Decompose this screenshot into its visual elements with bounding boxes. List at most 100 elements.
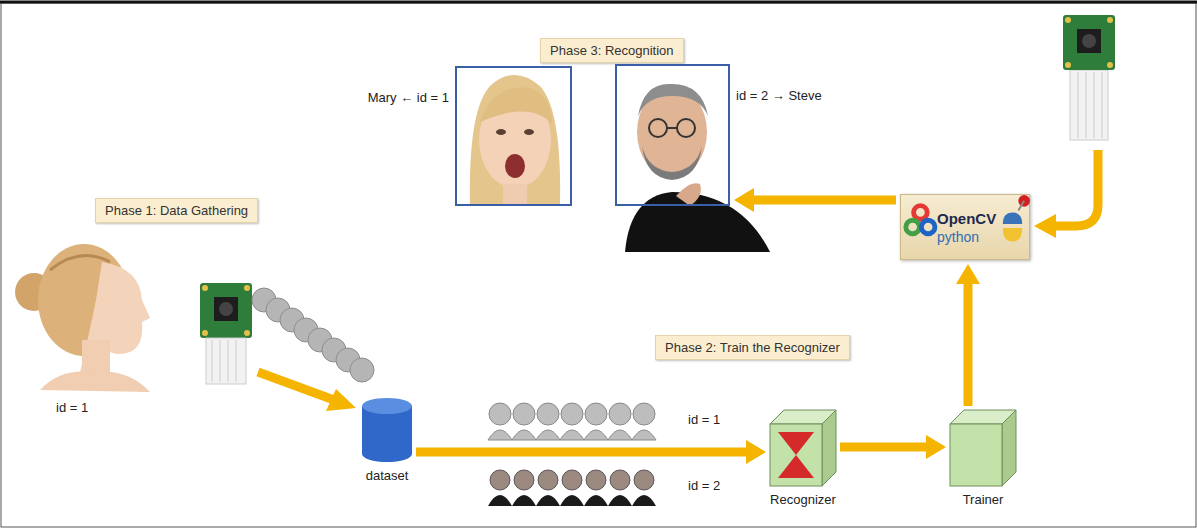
flow-arrow <box>734 188 896 212</box>
face-row-dark <box>610 470 630 490</box>
arrow-shaft <box>840 443 928 452</box>
flow-arrow <box>956 264 980 406</box>
dataset-cylinder <box>362 406 412 462</box>
arrow-head <box>956 264 980 284</box>
id-label: id = 1 <box>688 412 720 427</box>
woman-profile <box>82 340 110 376</box>
model-cube <box>778 455 814 478</box>
opencv-box <box>921 220 935 234</box>
mary-face <box>480 88 552 124</box>
face-row-dark <box>488 495 656 506</box>
frame <box>1 3 1196 527</box>
face-frame: id = 2 → Steve <box>615 64 730 206</box>
model-cube <box>950 410 1016 486</box>
opencv-box <box>1003 228 1022 242</box>
phase-label: Phase 3: Recognition <box>540 38 684 63</box>
captured-faces <box>252 288 374 382</box>
face-row-gray <box>513 403 535 425</box>
face-row-gray <box>560 430 584 440</box>
arrow-head <box>734 188 754 212</box>
model-cube <box>822 410 836 486</box>
logo-text: OpenCV <box>937 210 996 227</box>
face-row-gray <box>632 430 656 440</box>
camera-board <box>200 283 252 338</box>
opencv-box: OpenCVpython <box>900 194 1030 260</box>
captured-faces <box>252 288 374 382</box>
mary-face <box>470 75 560 206</box>
camera-arrow <box>1054 150 1098 226</box>
camera-board <box>206 338 246 384</box>
dataset-cylinder: dataset <box>362 398 412 462</box>
gather-arrow <box>326 389 356 411</box>
camera-board-2 <box>1107 62 1113 68</box>
face-row-dark <box>536 495 560 506</box>
camera-board-2 <box>1078 72 1079 138</box>
camera-board-2 <box>1094 72 1095 138</box>
arrow-head <box>746 440 766 464</box>
face-row-dark <box>560 495 584 506</box>
woman-profile <box>40 371 150 392</box>
arrow-head <box>926 435 946 459</box>
camera-board <box>228 340 229 382</box>
model-cube <box>778 432 814 455</box>
gather-arrow <box>258 372 334 400</box>
mary-face <box>505 154 525 178</box>
camera-board <box>236 340 237 382</box>
camera-board <box>202 330 208 336</box>
gather-arrow <box>258 372 356 411</box>
camera-board-2 <box>1065 62 1071 68</box>
flow-arrow <box>840 435 946 459</box>
arrow-shaft <box>416 448 748 457</box>
camera-board <box>244 330 250 336</box>
arrow-shaft <box>964 282 973 406</box>
face-row-gray <box>488 403 656 440</box>
face-row-dark <box>538 470 558 490</box>
id-label: id = 2 <box>688 478 720 493</box>
model-cube <box>770 410 836 486</box>
person-label: Mary ← id = 1 <box>368 90 449 105</box>
dataset-cylinder <box>362 398 412 462</box>
face-row-gray <box>512 430 536 440</box>
opencv-box <box>914 206 928 220</box>
camera-board-2 <box>1070 70 1108 140</box>
face-row-gray <box>585 403 607 425</box>
face-row-gray <box>488 403 656 440</box>
mary-face <box>470 75 560 206</box>
steve-face <box>625 84 770 252</box>
face-row-gray <box>609 403 631 425</box>
woman-profile <box>50 256 110 270</box>
steve-face <box>642 146 702 180</box>
camera-board <box>220 340 221 382</box>
camera-board <box>244 285 250 291</box>
camera-board-2 <box>1063 15 1115 70</box>
mary-face <box>503 184 527 206</box>
camera-board-2 <box>1065 17 1071 23</box>
shape-label: dataset <box>366 468 409 483</box>
camera-board-2 <box>1107 17 1113 23</box>
face-row-dark <box>488 470 656 506</box>
camera-arrow <box>1034 150 1098 238</box>
mary-face <box>496 129 506 135</box>
face-row-gray <box>489 403 511 425</box>
face-row-gray <box>561 403 583 425</box>
mary-face <box>524 129 534 135</box>
model-cube: Recognizer <box>770 410 836 486</box>
model-cube <box>950 424 1002 486</box>
opencv-box <box>906 220 920 234</box>
shape-label: Trainer <box>963 492 1004 507</box>
phase-text: Phase 1: Data Gathering <box>105 203 248 218</box>
face-row-dark <box>512 495 536 506</box>
id-label: id = 1 <box>56 400 88 415</box>
face-row-gray <box>584 430 608 440</box>
frame <box>0 1 1197 4</box>
shape-label: Recognizer <box>770 492 836 507</box>
camera-board-2 <box>1063 15 1115 140</box>
camera-board-2 <box>1086 72 1087 138</box>
face-row-dark <box>514 470 534 490</box>
face-row-dark <box>586 470 606 490</box>
model-cube <box>770 424 822 486</box>
face-row-dark <box>584 495 608 506</box>
face-row-gray <box>608 430 632 440</box>
